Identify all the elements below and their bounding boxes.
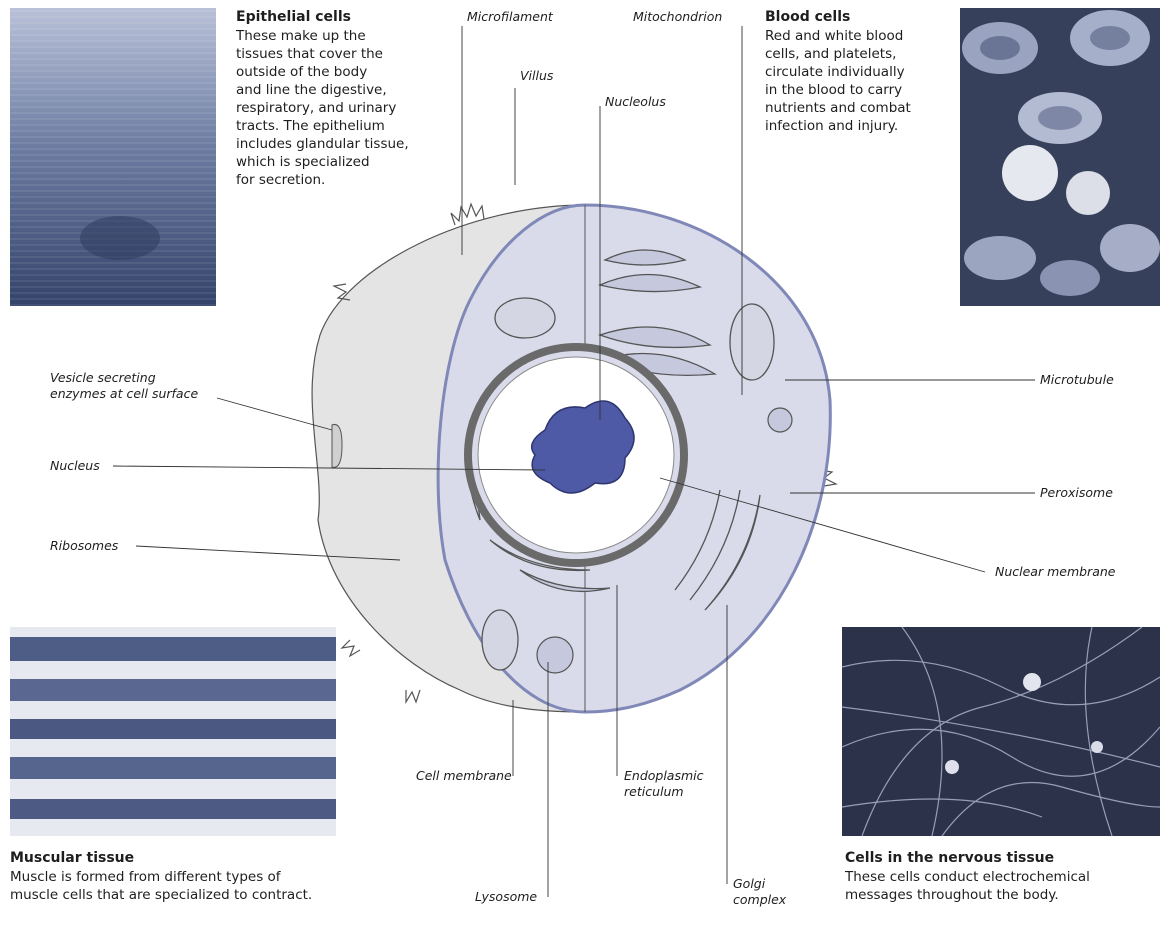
muscular-line: muscle cells that are specialized to con… bbox=[10, 886, 340, 904]
blood-line: in the blood to carry bbox=[765, 81, 955, 99]
blood-line: nutrients and combat bbox=[765, 99, 955, 117]
label-lysosome: Lysosome bbox=[475, 889, 537, 905]
blood-block: Blood cells Red and white blood cells, a… bbox=[765, 8, 955, 135]
blood-line: circulate individually bbox=[765, 63, 955, 81]
label-golgi: Golgi complex bbox=[733, 876, 786, 908]
muscular-line: Muscle is formed from different types of bbox=[10, 868, 340, 886]
label-vesicle: Vesicle secreting enzymes at cell surfac… bbox=[50, 370, 198, 402]
label-vesicle-line: enzymes at cell surface bbox=[50, 386, 198, 402]
label-cell-membrane: Cell membrane bbox=[416, 768, 512, 784]
label-ribosomes: Ribosomes bbox=[50, 538, 118, 554]
label-microtubule: Microtubule bbox=[1040, 372, 1114, 388]
label-golgi-line: complex bbox=[733, 892, 786, 908]
epithelial-line: for secretion. bbox=[236, 171, 466, 189]
blood-line: infection and injury. bbox=[765, 117, 955, 135]
blood-line: cells, and platelets, bbox=[765, 45, 955, 63]
label-er-line: Endoplasmic bbox=[624, 768, 704, 784]
muscular-block: Muscular tissue Muscle is formed from di… bbox=[10, 849, 340, 904]
epithelial-line: These make up the bbox=[236, 27, 466, 45]
label-er-line: reticulum bbox=[624, 784, 704, 800]
label-er: Endoplasmic reticulum bbox=[624, 768, 704, 800]
label-nuclear-membrane: Nuclear membrane bbox=[995, 564, 1115, 580]
epithelial-block: Epithelial cells These make up the tissu… bbox=[236, 8, 466, 189]
epithelial-title: Epithelial cells bbox=[236, 8, 466, 27]
nervous-block: Cells in the nervous tissue These cells … bbox=[845, 849, 1155, 904]
label-microfilament: Microfilament bbox=[467, 9, 553, 25]
label-golgi-line: Golgi bbox=[733, 876, 786, 892]
epithelial-line: which is specialized bbox=[236, 153, 466, 171]
label-peroxisome: Peroxisome bbox=[1040, 485, 1113, 501]
epithelial-line: tracts. The epithelium bbox=[236, 117, 466, 135]
nervous-title: Cells in the nervous tissue bbox=[845, 849, 1155, 868]
label-nucleus: Nucleus bbox=[50, 458, 100, 474]
blood-line: Red and white blood bbox=[765, 27, 955, 45]
epithelial-line: respiratory, and urinary bbox=[236, 99, 466, 117]
label-nucleolus: Nucleolus bbox=[605, 94, 666, 110]
label-villus: Villus bbox=[520, 68, 553, 84]
blood-title: Blood cells bbox=[765, 8, 955, 27]
label-vesicle-line: Vesicle secreting bbox=[50, 370, 198, 386]
peroxisome bbox=[768, 408, 792, 432]
nervous-line: messages throughout the body. bbox=[845, 886, 1155, 904]
epithelial-line: and line the digestive, bbox=[236, 81, 466, 99]
epithelial-line: includes glandular tissue, bbox=[236, 135, 466, 153]
vesicle bbox=[332, 424, 342, 467]
epithelial-line: tissues that cover the bbox=[236, 45, 466, 63]
nervous-line: These cells conduct electrochemical bbox=[845, 868, 1155, 886]
epithelial-line: outside of the body bbox=[236, 63, 466, 81]
label-mitochondrion: Mitochondrion bbox=[633, 9, 722, 25]
muscular-title: Muscular tissue bbox=[10, 849, 340, 868]
lysosome bbox=[537, 637, 573, 673]
